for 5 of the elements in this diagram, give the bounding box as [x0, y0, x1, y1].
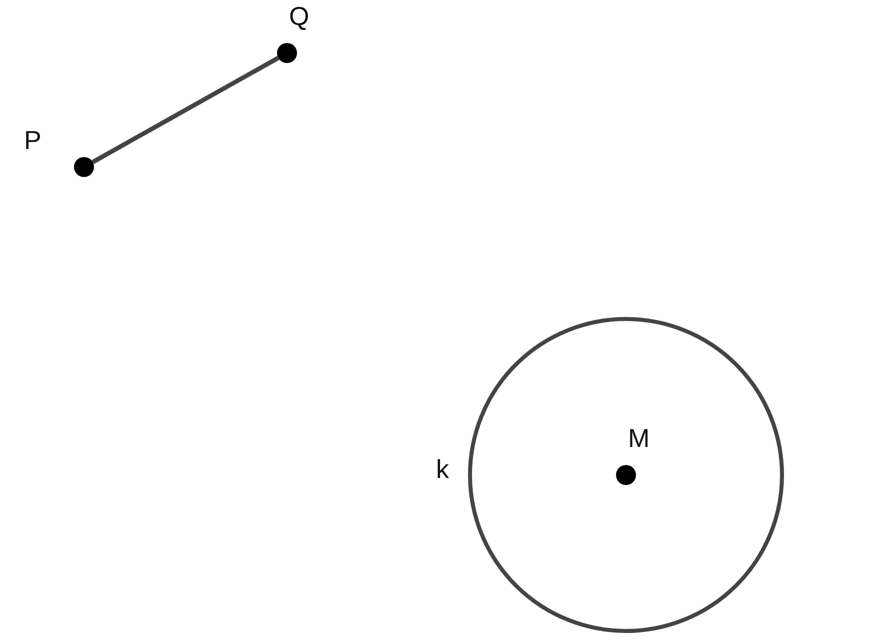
point-label: M	[628, 425, 650, 451]
circle-label: k	[436, 456, 449, 482]
line-segment	[92, 56, 280, 164]
point-label: P	[24, 127, 42, 153]
point-label: Q	[289, 3, 310, 29]
